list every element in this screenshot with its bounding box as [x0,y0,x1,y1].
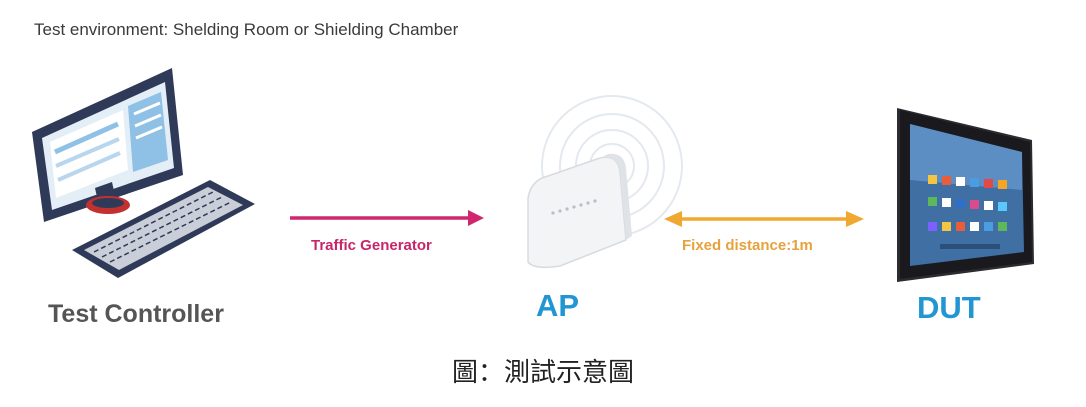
tablet-icon [897,108,1034,282]
dut-label: DUT [917,290,981,325]
ap-label: AP [536,288,580,323]
traffic-generator-label: Traffic Generator [311,237,432,254]
environment-note: Test environment: Shelding Room or Shiel… [34,20,459,39]
keyboard-icon [72,180,255,278]
traffic-arrow [290,210,484,226]
fixed-distance-label: Fixed distance:1m [682,237,813,254]
distance-arrow [664,211,864,227]
computer-monitor-icon [32,68,183,222]
figure-caption: 圖：測試示意圖 [451,358,634,388]
router-icon [527,153,632,269]
controller-label: Test Controller [48,300,224,328]
tablet-app-icons [928,175,1007,249]
